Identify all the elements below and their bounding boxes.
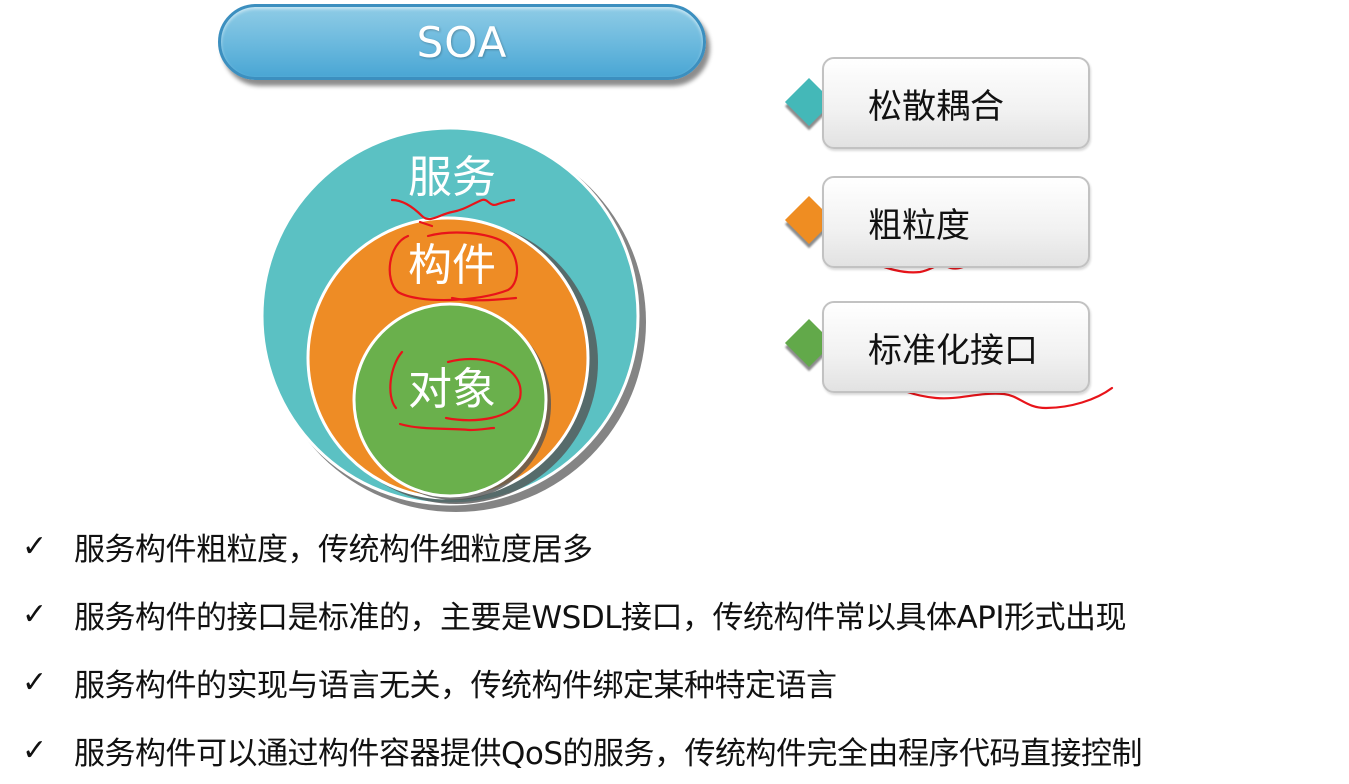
- list-item: ✓ 服务构件的接口是标准的，主要是WSDL接口，传统构件常以具体API形式出现: [22, 580, 1342, 648]
- bracket-objects: [389, 350, 404, 410]
- feature-box-loose-coupling: 松散耦合: [822, 57, 1090, 149]
- underline-objects: [398, 422, 496, 432]
- circle-components: [388, 231, 519, 302]
- middle-circle-label: 构件: [408, 240, 496, 291]
- feature-label: 粗粒度: [868, 205, 970, 246]
- check-icon: ✓: [22, 732, 48, 768]
- list-item-text: 服务构件的实现与语言无关，传统构件绑定某种特定语言: [74, 667, 837, 704]
- list-item-text: 服务构件可以通过构件容器提供QoS的服务，传统构件完全由程序代码直接控制: [74, 735, 1143, 772]
- check-icon: ✓: [22, 664, 48, 700]
- check-icon: ✓: [22, 596, 48, 632]
- title-text: SOA: [416, 17, 508, 67]
- feature-box-standard-interface: 标准化接口: [822, 301, 1090, 393]
- outer-circle-label: 服务: [408, 152, 496, 203]
- underline-services: [390, 198, 516, 221]
- list-item-text: 服务构件粗粒度，传统构件细粒度居多: [74, 531, 593, 568]
- underline-components: [450, 296, 518, 302]
- feature-box-coarse-grained: 粗粒度: [822, 176, 1090, 268]
- inner-circle-label: 对象: [408, 364, 496, 415]
- title-banner: SOA: [218, 4, 706, 80]
- list-item: ✓ 服务构件粗粒度，传统构件细粒度居多: [22, 512, 1342, 580]
- underline-services-tick: [418, 220, 434, 228]
- feature-label: 标准化接口: [868, 330, 1038, 371]
- underline-standard-interface: [886, 378, 1114, 410]
- circle-objects: [444, 357, 522, 422]
- list-item-text: 服务构件的接口是标准的，主要是WSDL接口，传统构件常以具体API形式出现: [74, 599, 1127, 636]
- list-item: ✓ 服务构件可以通过构件容器提供QoS的服务，传统构件完全由程序代码直接控制: [22, 716, 1342, 784]
- check-icon: ✓: [22, 528, 48, 564]
- comparison-list: ✓ 服务构件粗粒度，传统构件细粒度居多 ✓ 服务构件的接口是标准的，主要是WSD…: [22, 512, 1342, 784]
- list-item: ✓ 服务构件的实现与语言无关，传统构件绑定某种特定语言: [22, 648, 1342, 716]
- feature-label: 松散耦合: [868, 86, 1004, 127]
